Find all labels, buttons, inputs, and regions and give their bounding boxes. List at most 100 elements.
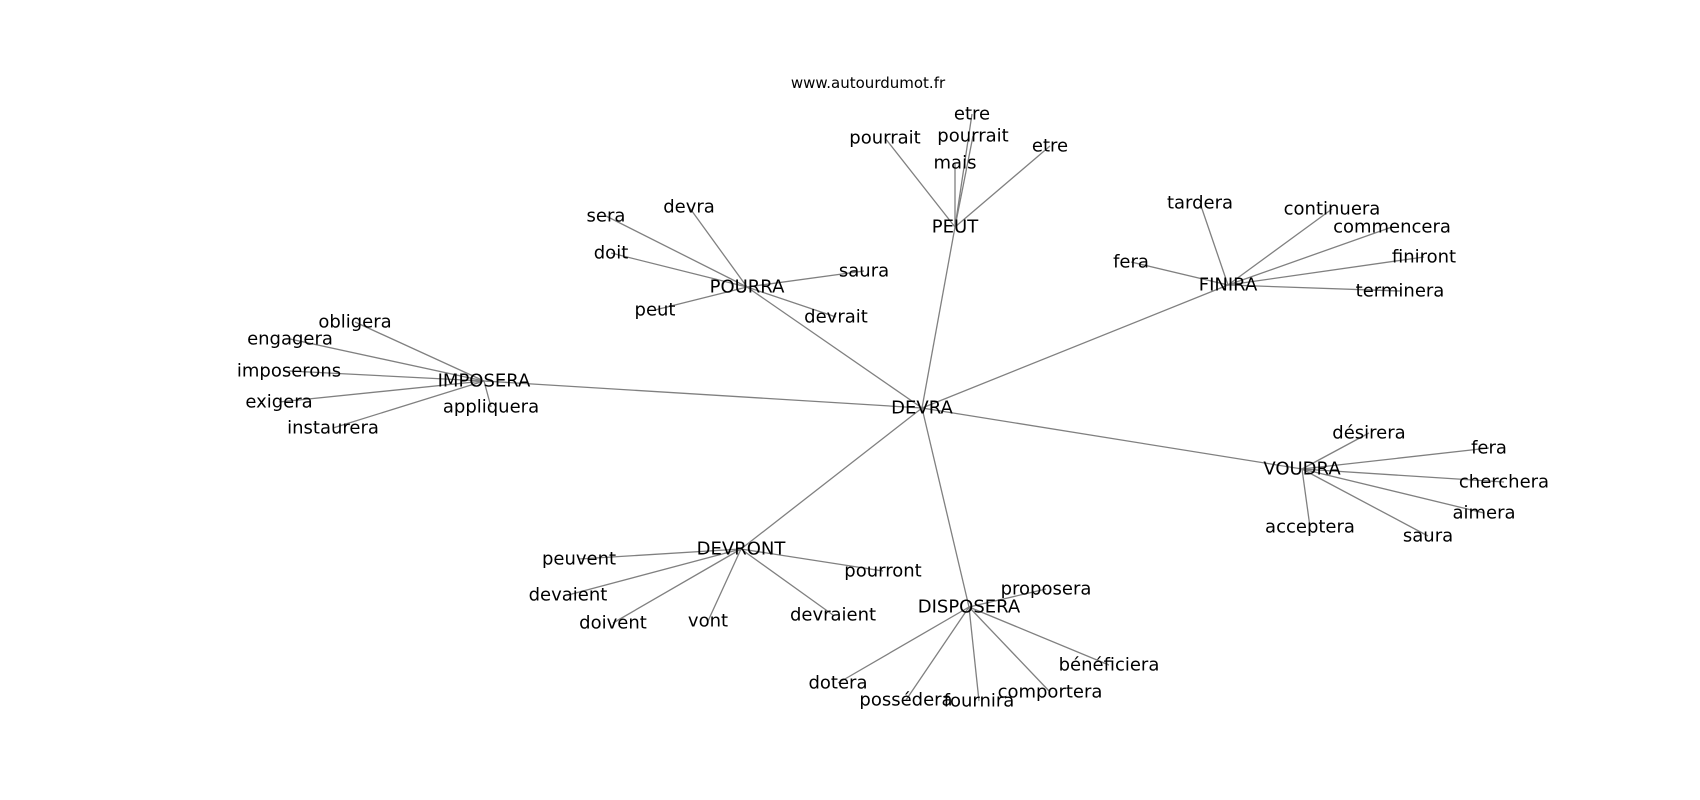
edge-peut-etre bbox=[954, 113, 973, 228]
edge-imposera-appliquera bbox=[483, 380, 492, 408]
leaf-node-voudra-fera: fera bbox=[1471, 438, 1507, 459]
leaf-node-peut-pourrait: pourrait bbox=[937, 126, 1008, 147]
leaf-node-finira-terminera: terminera bbox=[1356, 281, 1445, 302]
edge-center-peut bbox=[921, 226, 956, 409]
edge-disposera-proposera bbox=[968, 588, 1047, 608]
edge-finira-commencera bbox=[1227, 226, 1393, 286]
center-node: DEVRA bbox=[891, 398, 953, 419]
leaf-node-imposera-exigera: exigera bbox=[245, 392, 312, 413]
leaf-node-devront-vont: vont bbox=[688, 611, 728, 632]
leaf-node-finira-tardera: tardera bbox=[1167, 193, 1233, 214]
leaf-node-peut-pourrait: pourrait bbox=[849, 128, 920, 149]
leaf-node-voudra-acceptera: acceptera bbox=[1265, 517, 1355, 538]
leaf-node-imposera-engagera: engagera bbox=[247, 329, 333, 350]
edge-center-devront bbox=[740, 407, 923, 550]
leaf-node-devront-devraient: devraient bbox=[790, 605, 876, 626]
edge-devront-peuvent bbox=[578, 548, 742, 560]
edge-finira-tardera bbox=[1199, 202, 1229, 286]
edge-devront-devraient bbox=[740, 548, 834, 616]
leaf-node-disposera-fournira: fournira bbox=[944, 691, 1015, 712]
leaf-node-finira-continuera: continuera bbox=[1284, 199, 1381, 220]
hub-node-pourra: POURRA bbox=[710, 277, 785, 298]
hub-node-disposera: DISPOSERA bbox=[918, 597, 1021, 618]
edge-finira-terminera bbox=[1227, 284, 1401, 292]
edge-peut-pourrait bbox=[954, 135, 974, 228]
leaf-node-voudra-aimera: aimera bbox=[1452, 503, 1515, 524]
edge-peut-pourrait bbox=[884, 137, 956, 228]
hub-node-devront: DEVRONT bbox=[697, 539, 787, 560]
edge-devront-pourront bbox=[740, 548, 884, 572]
edge-pourra-peut bbox=[654, 286, 748, 311]
leaf-node-disposera-beneficiera: bénéficiera bbox=[1059, 655, 1160, 676]
edge-devront-doivent bbox=[612, 548, 742, 624]
edge-devront-vont bbox=[707, 548, 742, 622]
leaf-node-pourra-devrait: devrait bbox=[804, 307, 868, 328]
leaf-node-imposera-instaurera: instaurera bbox=[287, 418, 379, 439]
edge-pourra-devra bbox=[688, 206, 748, 288]
leaf-node-voudra-desirera: désirera bbox=[1332, 423, 1405, 444]
edge-pourra-doit bbox=[610, 252, 748, 288]
leaf-node-pourra-peut: peut bbox=[635, 300, 676, 321]
leaf-node-peut-mais: mais bbox=[934, 153, 977, 174]
leaf-node-pourra-doit: doit bbox=[594, 243, 629, 264]
edge-pourra-sera bbox=[605, 215, 748, 288]
leaf-node-imposera-obligera: obligera bbox=[318, 312, 391, 333]
edge-voudra-acceptera bbox=[1301, 468, 1311, 528]
leaf-node-finira-commencera: commencera bbox=[1333, 217, 1451, 238]
edge-voudra-cherchera bbox=[1301, 468, 1505, 483]
edge-voudra-saura bbox=[1301, 468, 1429, 537]
graph-nodes: DEVRAPEUTpourraitetrepourraitmaisetrePOU… bbox=[237, 104, 1549, 712]
edge-disposera-fournira bbox=[968, 606, 980, 702]
edge-finira-finiront bbox=[1227, 256, 1425, 286]
edge-center-pourra bbox=[746, 286, 923, 409]
edge-voudra-aimera bbox=[1301, 468, 1485, 514]
leaf-node-imposera-appliquera: appliquera bbox=[443, 397, 539, 418]
hub-node-peut: PEUT bbox=[932, 217, 979, 238]
edge-center-voudra bbox=[921, 407, 1303, 470]
edge-disposera-possedera bbox=[905, 606, 970, 701]
edge-imposera-obligera bbox=[354, 321, 485, 382]
leaf-node-voudra-cherchera: cherchera bbox=[1459, 472, 1549, 493]
edge-voudra-desirera bbox=[1301, 432, 1370, 470]
edge-voudra-fera bbox=[1301, 447, 1490, 470]
edge-devront-devaient bbox=[567, 548, 742, 596]
edge-pourra-saura bbox=[746, 270, 865, 288]
edge-peut-etre bbox=[954, 145, 1051, 228]
hub-node-finira: FINIRA bbox=[1199, 275, 1258, 296]
leaf-node-finira-fera: fera bbox=[1113, 252, 1149, 273]
leaf-node-imposera-imposerons: imposerons bbox=[237, 361, 341, 382]
leaf-node-devront-pourront: pourront bbox=[844, 561, 921, 582]
leaf-node-pourra-devra: devra bbox=[663, 197, 715, 218]
edge-disposera-beneficiera bbox=[968, 606, 1110, 666]
edge-pourra-devrait bbox=[746, 286, 837, 318]
hub-node-imposera: IMPOSERA bbox=[438, 371, 531, 392]
edge-imposera-instaurera bbox=[332, 380, 485, 429]
source-label: www.autourdumot.fr bbox=[791, 74, 946, 92]
leaf-node-devront-doivent: doivent bbox=[579, 613, 647, 634]
leaf-node-disposera-dotera: dotera bbox=[808, 673, 867, 694]
edge-disposera-comportera bbox=[968, 606, 1051, 693]
leaf-node-devront-peuvent: peuvent bbox=[542, 549, 616, 570]
leaf-node-voudra-saura: saura bbox=[1403, 526, 1453, 547]
leaf-node-finira-finiront: finiront bbox=[1392, 247, 1456, 268]
edge-imposera-imposerons bbox=[288, 370, 485, 382]
leaf-node-peut-etre: etre bbox=[1032, 136, 1068, 157]
leaf-node-pourra-sera: sera bbox=[587, 206, 626, 227]
edge-center-disposera bbox=[921, 407, 970, 608]
leaf-node-devront-devaient: devaient bbox=[529, 585, 608, 606]
edge-finira-fera bbox=[1130, 261, 1229, 286]
edge-center-imposera bbox=[483, 380, 923, 409]
leaf-node-pourra-saura: saura bbox=[839, 261, 889, 282]
graph-edges bbox=[278, 113, 1505, 702]
edge-imposera-engagera bbox=[289, 338, 485, 382]
leaf-node-disposera-comportera: comportera bbox=[998, 682, 1103, 703]
edge-disposera-dotera bbox=[837, 606, 970, 684]
leaf-node-peut-etre: etre bbox=[954, 104, 990, 125]
leaf-node-disposera-possedera: possédera bbox=[859, 690, 952, 711]
edge-finira-continuera bbox=[1227, 208, 1333, 286]
leaf-node-disposera-proposera: proposera bbox=[1001, 579, 1092, 600]
edge-center-finira bbox=[921, 284, 1229, 409]
hub-node-voudra: VOUDRA bbox=[1263, 459, 1341, 480]
edge-imposera-exigera bbox=[278, 380, 485, 403]
